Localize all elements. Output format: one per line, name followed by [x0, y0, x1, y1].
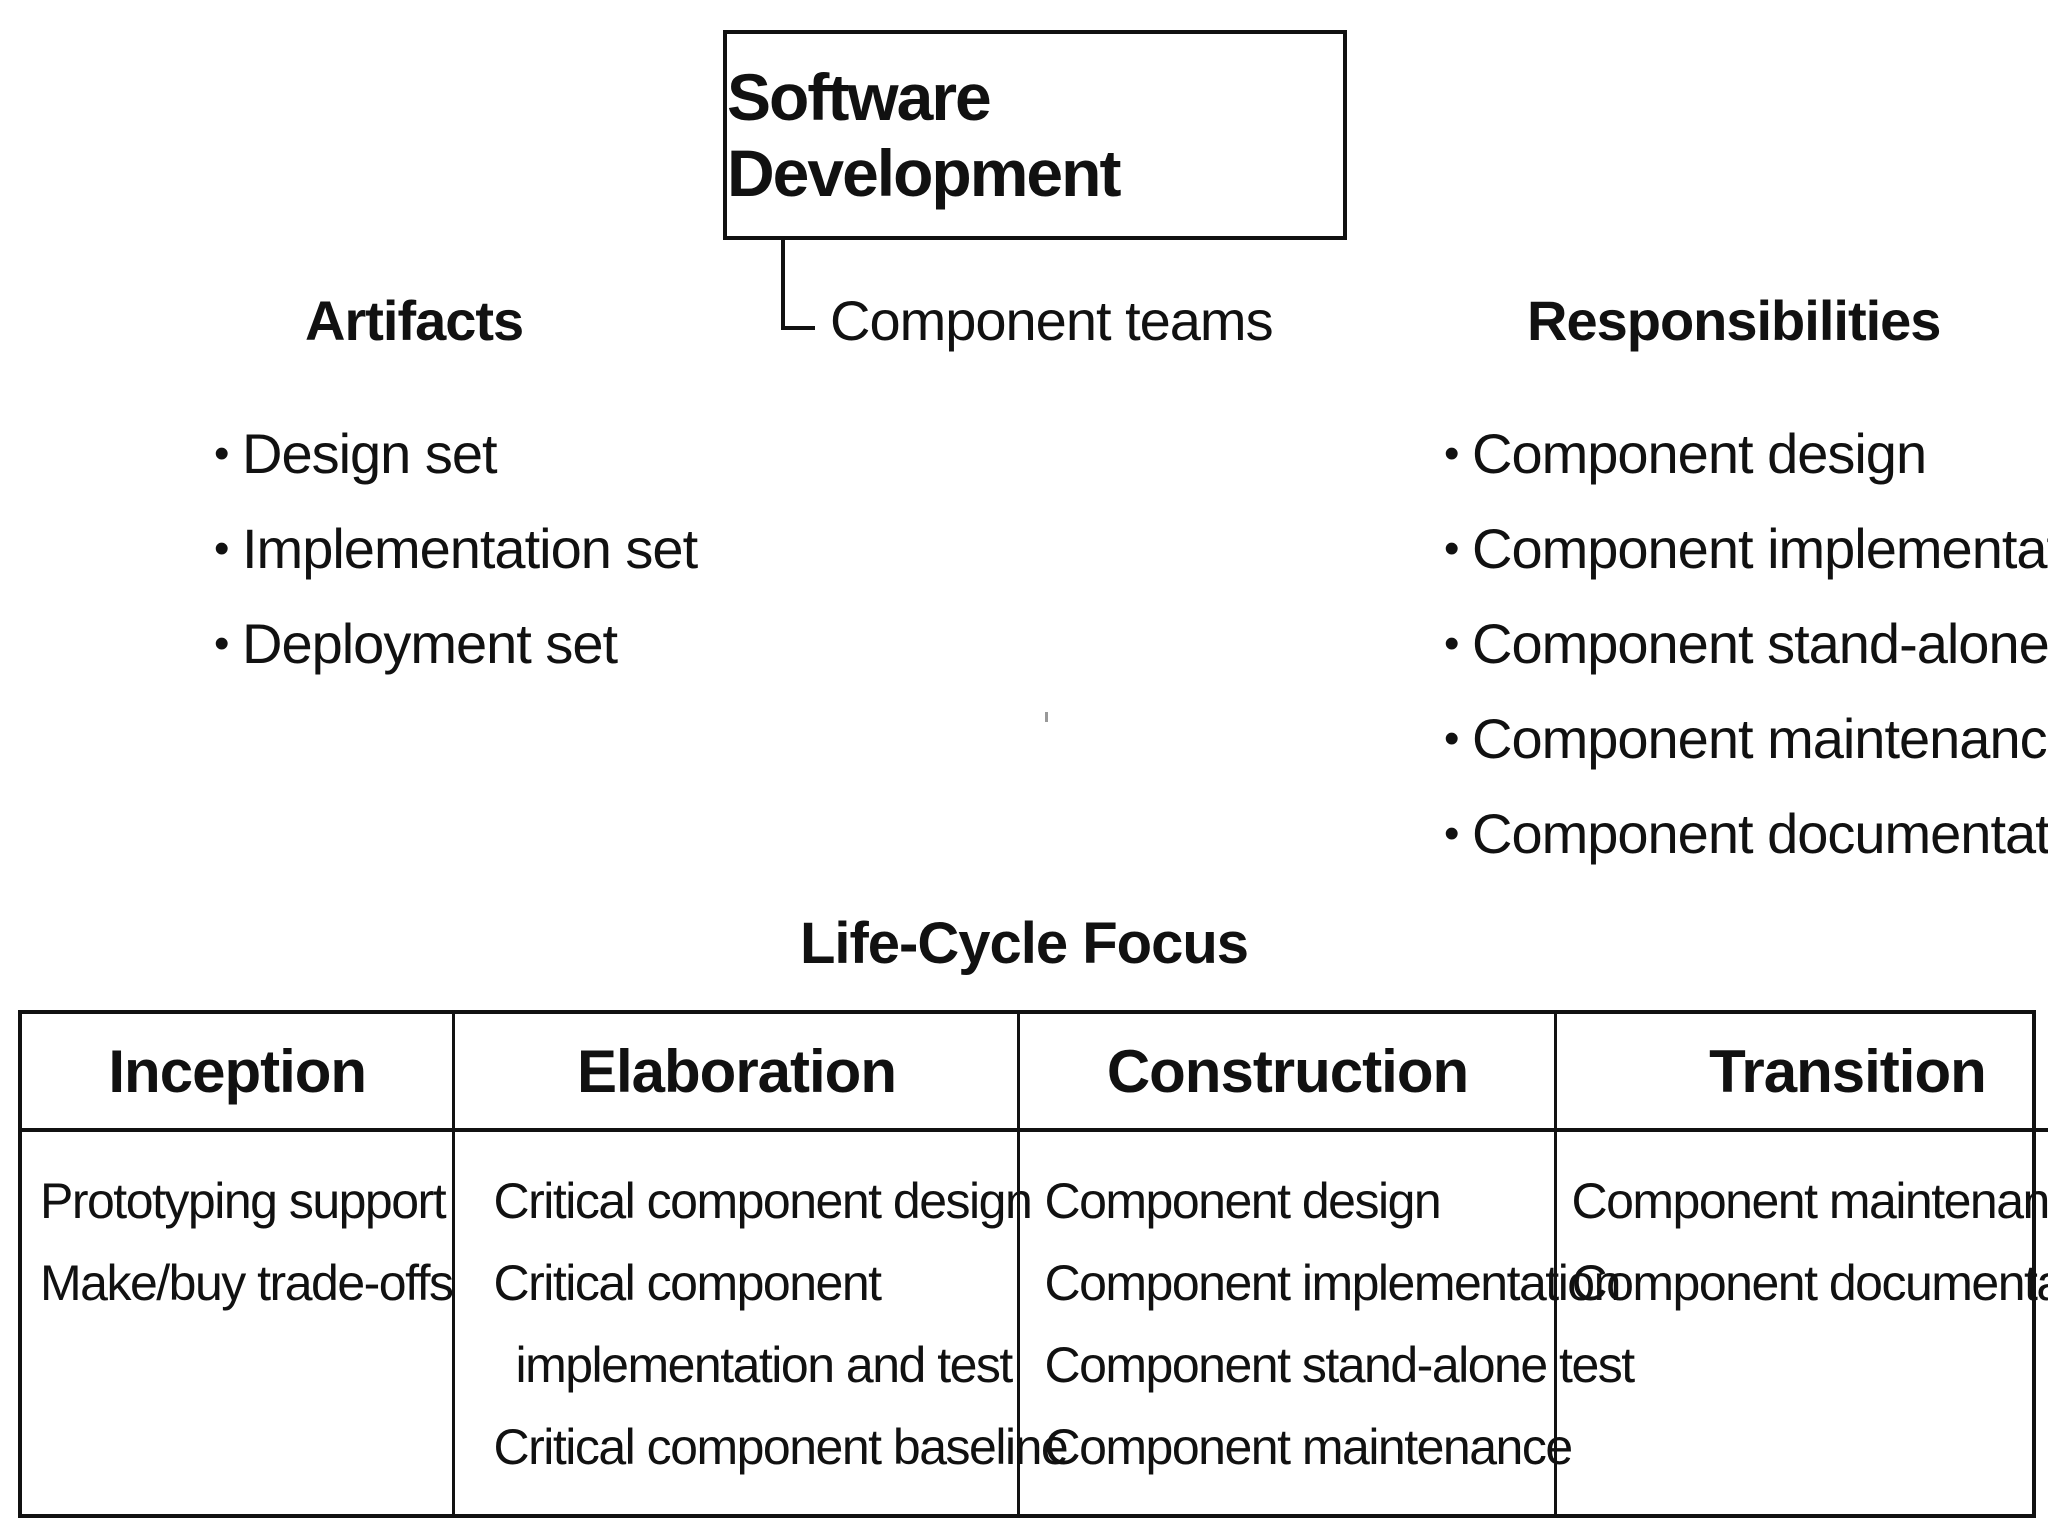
phase-items: Prototyping support Make/buy trade-offs — [22, 1132, 454, 1324]
phase-item: Critical component baseline — [493, 1419, 1068, 1475]
phase-column-elaboration: Elaboration Critical component design Cr… — [452, 1014, 1069, 1514]
phase-header: Transition — [1557, 1014, 2048, 1132]
responsibility-item: Component stand-alone test — [1444, 596, 2048, 691]
phase-column-transition: Transition Component maintenance Compone… — [1554, 1014, 2048, 1514]
phase-item: Component maintenance — [1044, 1419, 1573, 1475]
artifacts-list: Design set Implementation set Deployment… — [214, 406, 698, 691]
phase-item: Critical component — [493, 1255, 882, 1311]
lifecycle-phase-table: Inception Prototyping support Make/buy t… — [18, 1010, 2048, 1518]
phase-item: Component design — [1044, 1173, 1441, 1229]
responsibilities-heading: Responsibilities — [1527, 289, 1941, 352]
phase-column-inception: Inception Prototyping support Make/buy t… — [22, 1014, 454, 1514]
artifact-item: Deployment set — [214, 596, 697, 691]
artifact-item: Design set — [214, 406, 697, 501]
connector-line-vertical — [781, 240, 785, 328]
lifecycle-focus-title: Life-Cycle Focus — [799, 911, 1249, 976]
phase-header: Inception — [22, 1014, 453, 1132]
phase-items: Component design Component implementatio… — [1020, 1132, 1635, 1488]
software-development-box: Software Development — [723, 30, 1347, 240]
responsibility-item: Component design — [1444, 406, 2048, 501]
component-teams-label: Component teams — [830, 289, 1274, 352]
phase-column-construction: Construction Component design Component … — [1017, 1014, 1635, 1514]
responsibilities-list: Component design Component implementatio… — [1444, 406, 2048, 881]
scan-artifact-mark — [1045, 712, 1048, 722]
phase-items: Critical component design Critical compo… — [455, 1132, 1068, 1488]
phase-header: Construction — [1020, 1014, 1555, 1132]
phase-item: Component documentation — [1571, 1255, 2048, 1311]
artifact-item: Implementation set — [214, 501, 698, 596]
responsibility-item: Component implementation — [1444, 501, 2048, 596]
phase-item: implementation and test — [515, 1337, 1013, 1393]
phase-item: Critical component design — [493, 1173, 1032, 1229]
diagram-title: Software Development — [727, 60, 1121, 210]
phase-items: Component maintenance Component document… — [1557, 1132, 2048, 1324]
artifacts-heading: Artifacts — [305, 289, 524, 352]
responsibility-item: Component maintenance — [1444, 691, 2048, 786]
responsibility-item: Component documentation — [1444, 786, 2048, 881]
connector-line-horizontal — [781, 326, 815, 330]
phase-item: Make/buy trade-offs — [40, 1255, 454, 1311]
phase-item: Component maintenance — [1571, 1173, 2048, 1229]
phase-item: Component stand-alone test — [1044, 1337, 1635, 1393]
phase-item: Prototyping support — [40, 1173, 447, 1229]
phase-item: Component implementation — [1044, 1255, 1621, 1311]
phase-header: Elaboration — [455, 1014, 1018, 1132]
